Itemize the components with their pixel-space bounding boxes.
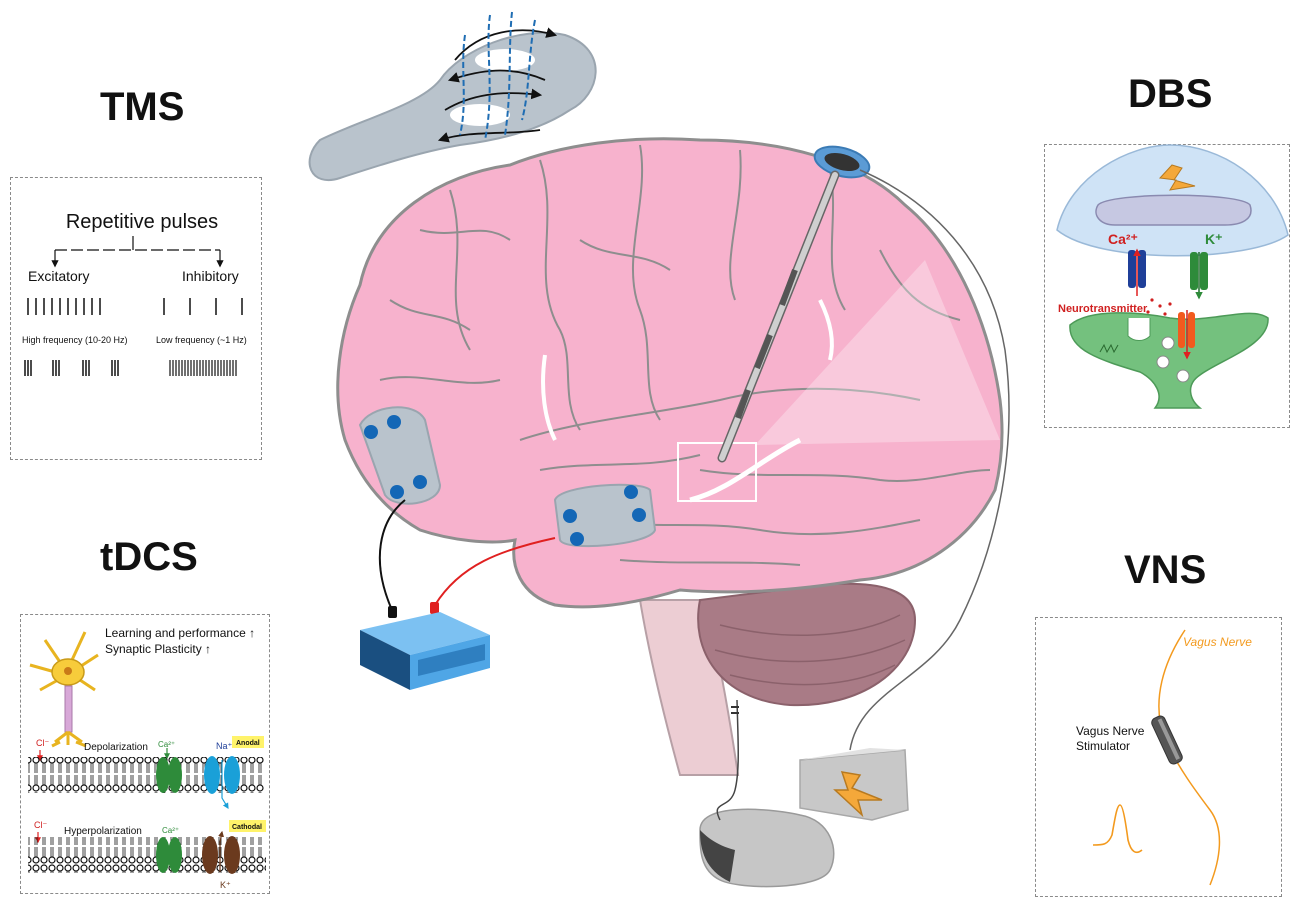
high-frequency-label: High frequency (10-20 Hz) (22, 335, 128, 345)
cathodal-label: Cathodal (232, 824, 262, 831)
tdcs-stimulator-box (360, 612, 490, 690)
dbs-ca-label: Ca²⁺ (1108, 231, 1138, 247)
k-ion-label: K⁺ (220, 880, 231, 890)
stimulator-label-line2: Stimulator (1076, 739, 1130, 753)
na-ion-label: Na⁺ (216, 741, 233, 751)
action-potential-waveform (1093, 805, 1142, 852)
low-frequency-label: Low frequency (~1 Hz) (156, 335, 247, 345)
ca-ion-bottom: Ca²⁺ (162, 826, 179, 835)
depolarization-label: Depolarization (84, 742, 148, 753)
cerebrum (338, 139, 1002, 607)
inhibitory-label: Inhibitory (182, 268, 239, 284)
vns-diagram: Vagus Nerve Vagus Nerve Stimulator (1076, 630, 1252, 885)
hyperpolarization-label: Hyperpolarization (64, 826, 142, 837)
tms-title: Repetitive pulses (66, 211, 218, 233)
inhibitory-pulse-train (164, 298, 242, 315)
anodal-label: Anodal (236, 740, 260, 747)
excitatory-label: Excitatory (28, 268, 89, 284)
excitatory-pulse-train (28, 298, 100, 315)
ca-ion-top: Ca²⁺ (158, 740, 175, 749)
neuron-icon (30, 632, 98, 746)
stimulator-label-line1: Vagus Nerve (1076, 724, 1145, 738)
vagus-stimulator-cuff (1150, 714, 1184, 765)
learning-label: Learning and performance ↑ (105, 626, 255, 640)
dbs-pulse-generator (800, 748, 908, 820)
plasticity-label: Synaptic Plasticity ↑ (105, 642, 211, 656)
cerebellum (698, 584, 915, 705)
tms-diagram: Repetitive pulses Excitatory Inhibitory … (22, 211, 247, 376)
tdcs-electrode-right (555, 485, 655, 546)
high-frequency-bursts (25, 360, 118, 376)
dbs-k-label: K⁺ (1205, 231, 1223, 247)
dbs-diagram: Ca²⁺ K⁺ Neurotransmitter (1057, 145, 1288, 408)
vagus-nerve-label: Vagus Nerve (1183, 635, 1252, 649)
tdcs-diagram: Learning and performance ↑ Synaptic Plas… (28, 626, 266, 890)
low-frequency-train (170, 360, 236, 376)
cl-ion-bottom: Cl⁻ (34, 820, 47, 830)
cl-ion-top: Cl⁻ (36, 738, 49, 748)
